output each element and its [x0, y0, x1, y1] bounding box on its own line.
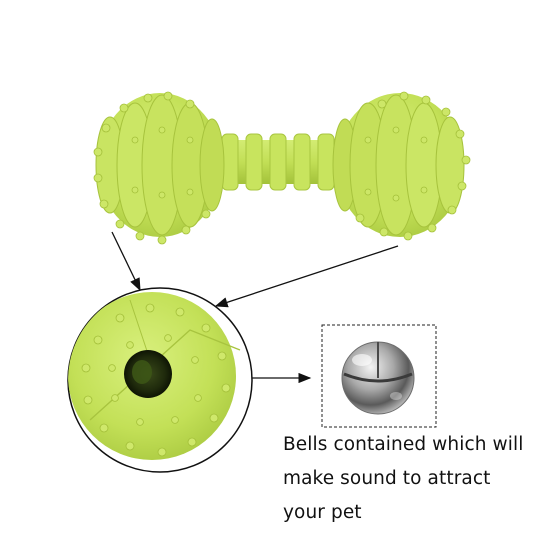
toy-nubs — [93, 91, 471, 245]
caption-line-2: make sound to attract — [283, 468, 491, 489]
caption-line-1: Bells contained which will — [283, 434, 524, 455]
toy-left-end — [95, 93, 225, 237]
toy-center-bar — [205, 133, 355, 191]
arrow-to-left-end — [111, 231, 141, 292]
caption-line-3: your pet — [283, 502, 362, 523]
dumbbell-toy — [93, 91, 471, 245]
caption-text: Bells contained which will make sound to… — [283, 428, 545, 530]
bell-inset — [321, 324, 437, 428]
arrow-to-center — [214, 245, 399, 308]
toy-right-end — [332, 93, 465, 237]
end-view-detail — [67, 287, 253, 473]
jingle-bell-icon — [341, 341, 415, 415]
